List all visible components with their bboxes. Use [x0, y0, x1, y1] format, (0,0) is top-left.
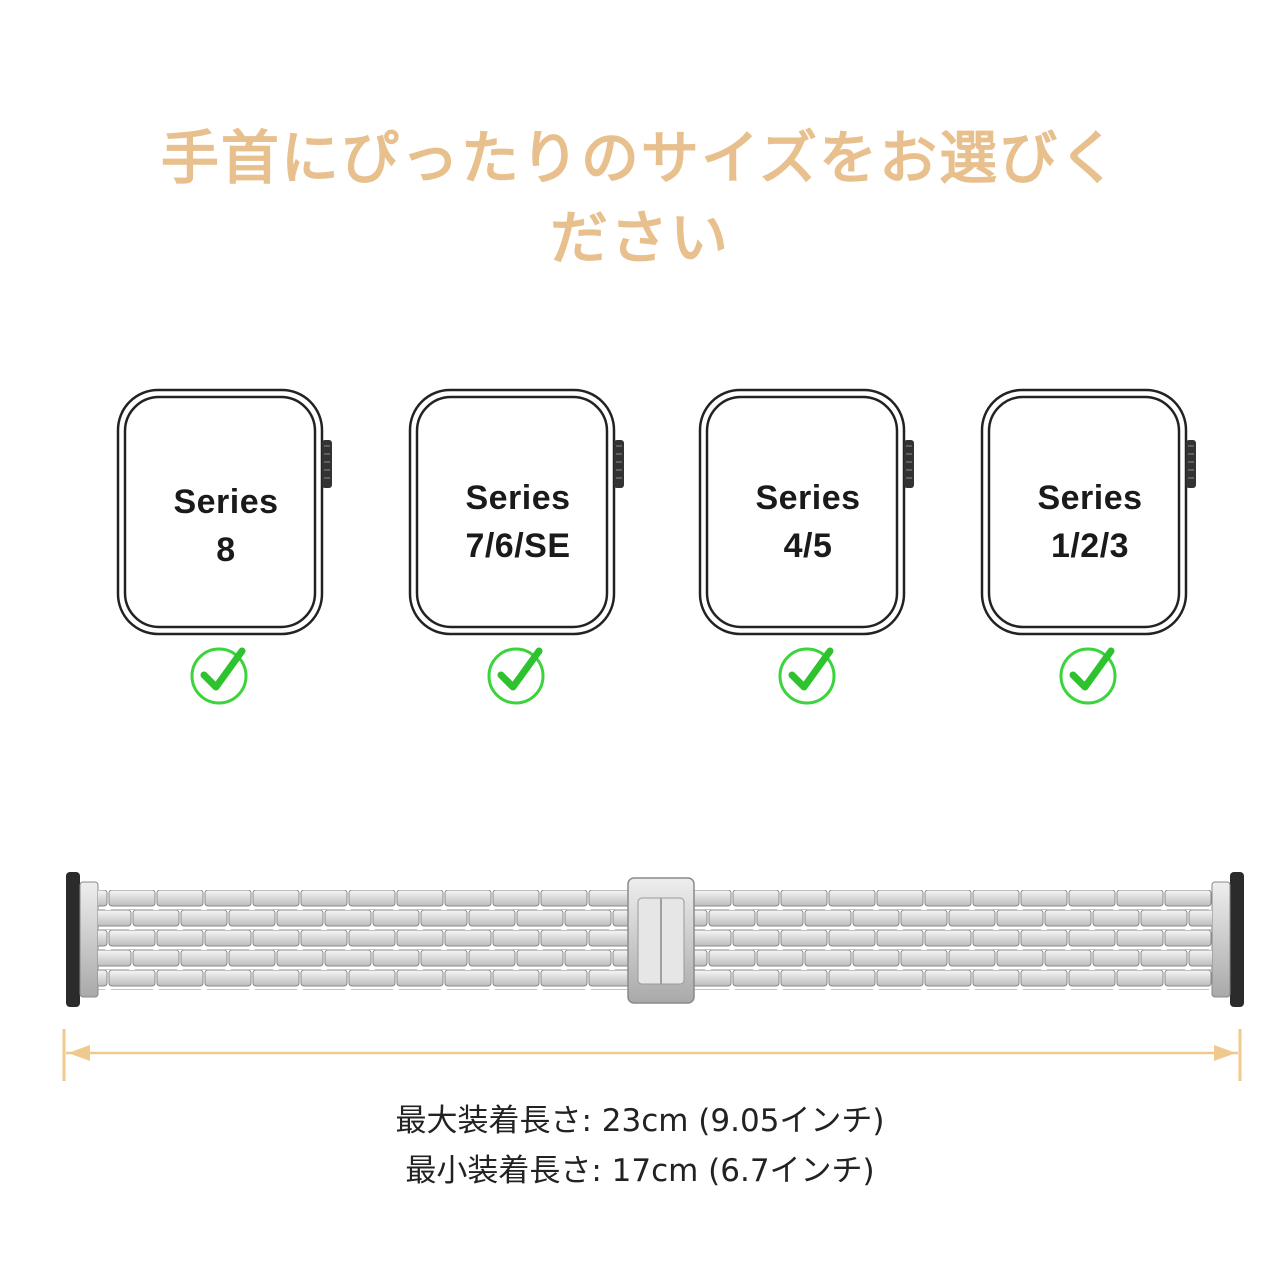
- max-length-text: 最大装着長さ: 23cm (9.05インチ): [395, 1103, 885, 1139]
- watch-outline-icon: [408, 388, 624, 636]
- green-check-circle-icon: [190, 647, 248, 705]
- watch-outline-icon: [116, 388, 332, 636]
- green-check-circle-icon: [487, 647, 545, 705]
- watch-label-line-1: Series: [173, 483, 279, 521]
- watch-label-line-2: 8: [216, 531, 236, 569]
- green-check-circle-icon: [778, 647, 836, 705]
- stainless-steel-link-band: [66, 872, 1244, 1007]
- headline-line-1: 手首にぴったりのサイズをお選びく: [160, 124, 1120, 192]
- watch-outline-icon: [980, 388, 1196, 636]
- headline: 手首にぴったりのサイズをお選びく ださい: [0, 118, 1280, 278]
- headline-line-2: ださい: [549, 204, 730, 272]
- watch-label-line-2: 1/2/3: [1050, 527, 1130, 565]
- watch-series-1-2-3: Series 1/2/3: [980, 388, 1200, 640]
- watch-outline-icon: [698, 388, 914, 636]
- watch-series-4-5: Series 4/5: [698, 388, 918, 640]
- watch-label-line-2: 7/6/SE: [465, 527, 571, 565]
- watch-label-line-1: Series: [465, 479, 571, 517]
- length-measure-arrow: [62, 1029, 1242, 1081]
- watch-series-8: Series 8: [116, 388, 336, 640]
- watch-label-line-2: 4/5: [783, 527, 833, 565]
- watch-label-line-1: Series: [755, 479, 861, 517]
- green-check-circle-icon: [1059, 647, 1117, 705]
- watch-label-line-1: Series: [1037, 479, 1143, 517]
- watch-series-7-6-se: Series 7/6/SE: [408, 388, 628, 640]
- min-length-text: 最小装着長さ: 17cm (6.7インチ): [405, 1153, 875, 1189]
